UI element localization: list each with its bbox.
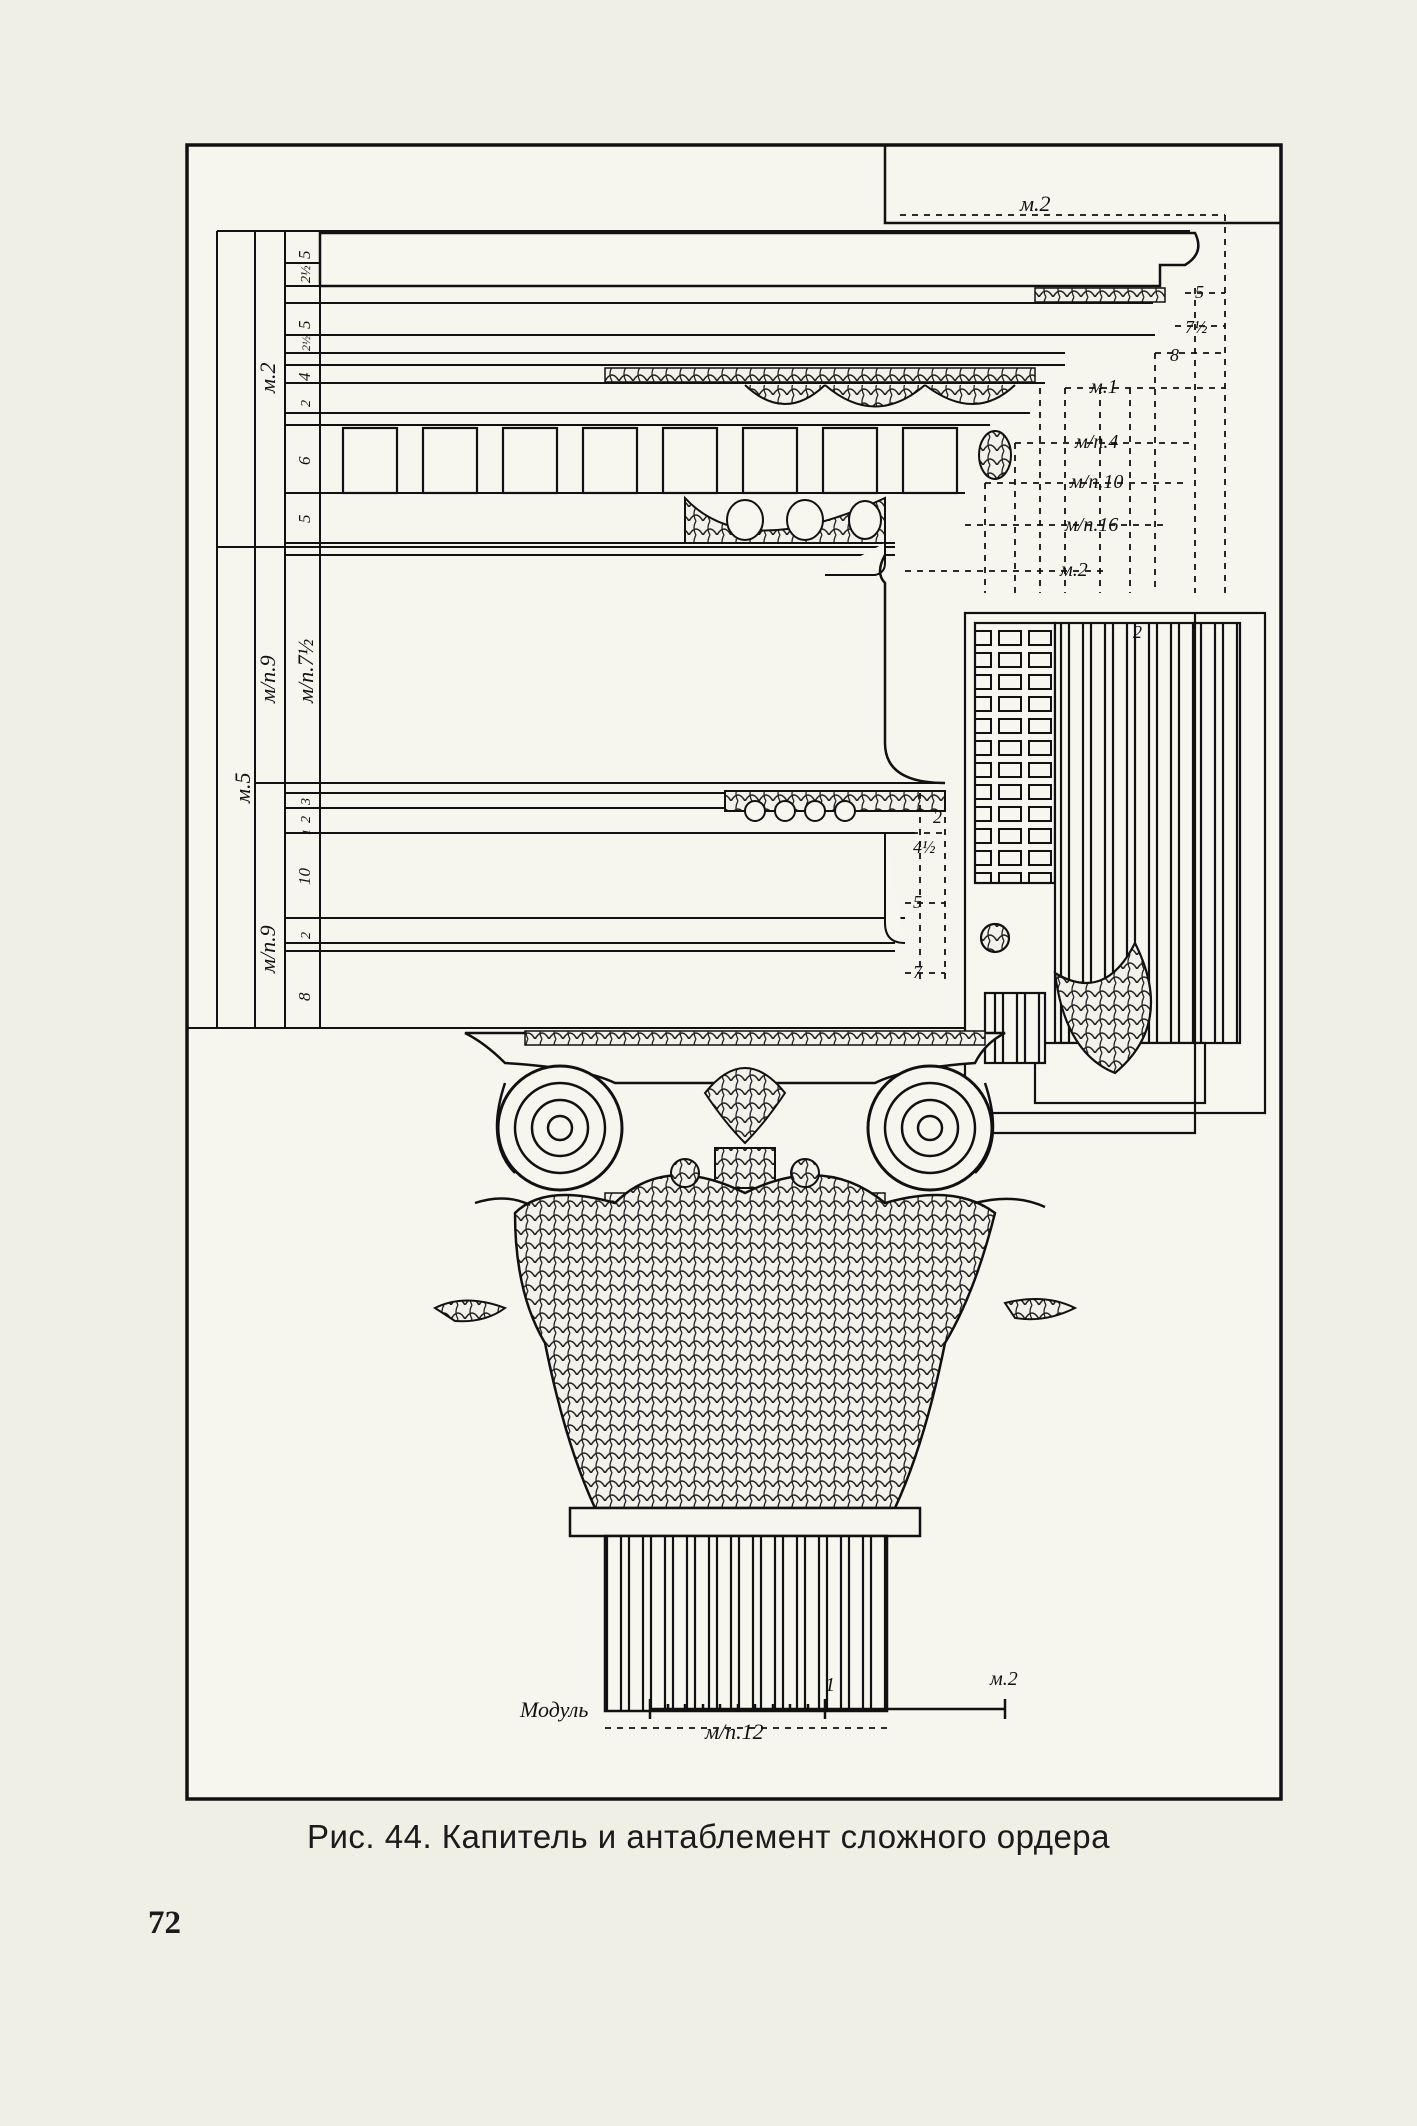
dentils [341, 426, 959, 495]
right-number: 7 [913, 962, 923, 982]
right-label: м/п.4 [1074, 431, 1118, 453]
left-number: 5 [295, 321, 314, 330]
left-number: 8 [295, 992, 314, 1001]
left-number: 10 [295, 868, 314, 886]
left-number: 4 [295, 372, 314, 381]
left-number: 5 [295, 251, 314, 260]
left-number: 1 [299, 829, 313, 835]
left-number: 3 [299, 798, 314, 806]
scale-one: 1 [825, 1674, 835, 1696]
right-number: 5 [913, 892, 922, 912]
left-number: 5 [295, 515, 314, 524]
left-number: 2½ [299, 336, 313, 351]
right-label: м.2 [1059, 559, 1088, 581]
figure-labels: м.2 м.5 м.2 м/п.9 м/п.7½ м/п.9 5 2½ 5 2½… [230, 191, 1208, 1744]
label-frieze-inner: м/п.7½ [293, 639, 318, 704]
label-left-outer: м.5 [230, 772, 255, 804]
label-architrave: м/п.9 [255, 925, 280, 974]
left-number: 2 [299, 816, 314, 823]
frieze [878, 554, 946, 785]
label-cornice: м.2 [255, 362, 280, 394]
right-label: м/п.16 [1064, 514, 1118, 536]
figure-drawing: м.2 м.5 м.2 м/п.9 м/п.7½ м/п.9 5 2½ 5 2½… [185, 143, 1283, 1801]
scale-label: Модуль [519, 1697, 588, 1722]
egg-and-dart [684, 495, 886, 576]
left-number: 2½ [299, 265, 314, 283]
left-number: 2 [299, 932, 314, 939]
right-label: м.1 [1089, 376, 1118, 398]
left-number: 2 [299, 400, 314, 407]
right-number: 8 [1170, 345, 1179, 365]
right-label: м/п.10 [1069, 471, 1123, 493]
label-column-width: м/п.12 [704, 1719, 764, 1744]
figure-caption: Рис. 44. Капитель и антаблемент сложного… [306, 1818, 1111, 1855]
left-number: 6 [295, 456, 314, 465]
right-number: 2 [1133, 622, 1142, 642]
capital [432, 1030, 1078, 1713]
right-number: 2 [933, 807, 942, 827]
architrave [724, 790, 946, 944]
dimension-guides [605, 214, 1226, 1729]
label-frieze: м/п.9 [255, 655, 280, 704]
right-number: 5 [1195, 282, 1204, 302]
cornice [318, 231, 1200, 480]
right-number: 7½ [1185, 317, 1208, 337]
scale-end: м.2 [989, 1668, 1018, 1690]
right-number: 4½ [913, 837, 936, 857]
side-detail [963, 611, 1267, 1135]
label-top-module: м.2 [1019, 191, 1051, 216]
page-number: 72 [148, 1905, 181, 1941]
module-scale-bar [648, 1699, 1007, 1719]
figure-plate: м.2 м.5 м.2 м/п.9 м/п.7½ м/п.9 5 2½ 5 2½… [185, 143, 1283, 1801]
